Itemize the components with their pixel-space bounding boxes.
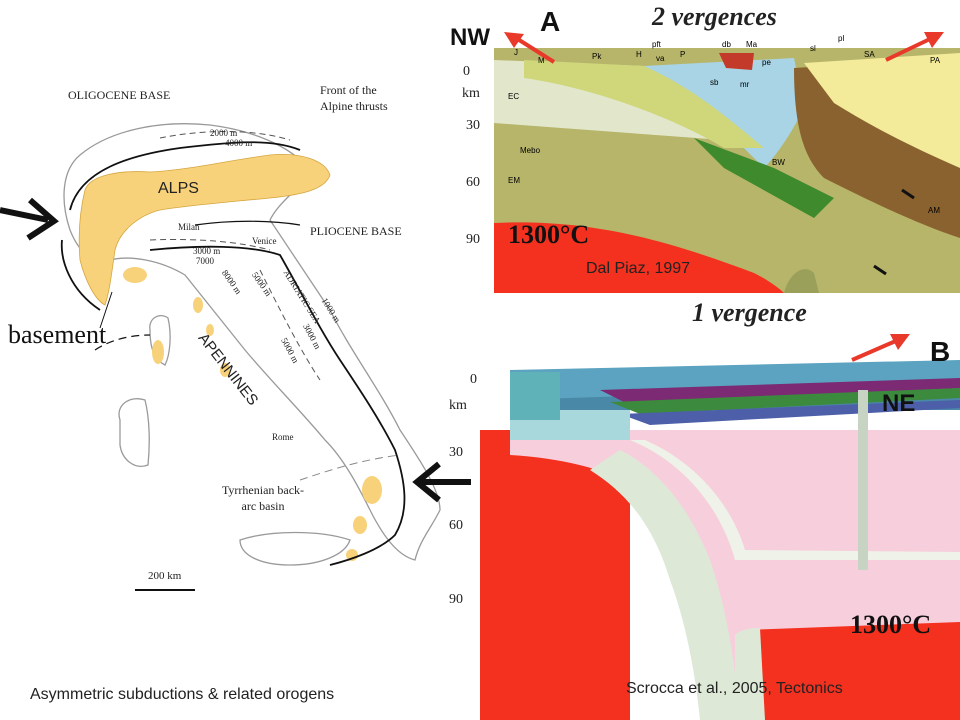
depth-label: 0: [470, 372, 477, 387]
alpine-thrust-front-west: [60, 239, 101, 311]
alpine-thrust-front: [69, 141, 301, 211]
unit-label: pft: [652, 40, 661, 49]
milan-label: Milan: [178, 222, 200, 232]
contour-label: 2000 m: [210, 128, 238, 138]
section-a-credit: Dal Piaz, 1997: [586, 260, 691, 277]
unit-label: Mebo: [520, 146, 541, 155]
plate-motion-arrow: [873, 264, 887, 276]
alpine-front-label: Front of the Alpine thrusts: [320, 83, 388, 113]
section-b-direction: NE: [882, 390, 916, 417]
left-arrow-icon: [405, 458, 475, 508]
unit-label: PA: [930, 56, 941, 65]
sardinia-outline: [118, 398, 150, 467]
basement-patch: [220, 363, 230, 377]
contour-label: 3000 m: [193, 246, 221, 256]
venice-label: Venice: [252, 236, 277, 246]
depth-contour: [259, 269, 321, 381]
unit-label: EM: [508, 176, 520, 185]
unit-label: va: [656, 54, 665, 63]
unit-label: Pk: [592, 52, 602, 61]
unit-label: pl: [838, 34, 845, 43]
section-a-letter: A: [540, 6, 561, 37]
apennines-thrust-front: [149, 245, 406, 566]
depth-label: 90: [449, 592, 463, 607]
scale-label: 200 km: [148, 570, 182, 582]
pliocene-base-label: PLIOCENE BASE: [310, 224, 402, 238]
contour-label: 7000: [196, 256, 214, 266]
unit-label: mr: [740, 80, 750, 89]
italy-map: [0, 60, 450, 620]
unit-label: db: [722, 40, 731, 49]
section-b-temperature: 1300°C: [850, 610, 932, 639]
ne-red-arrow-icon: [846, 328, 916, 368]
depth-contour: [159, 131, 291, 141]
tyrrhenian-line: [94, 334, 151, 351]
unit-label: P: [680, 50, 686, 59]
section-b-title: 1 vergence: [692, 298, 807, 327]
basement-pointer: [99, 291, 113, 329]
unit-label: Ma: [746, 40, 758, 49]
basement-patch: [152, 340, 164, 364]
nw-red-arrow-icon: [500, 28, 560, 68]
unit-label: sl: [810, 44, 816, 53]
section-a-direction: NW: [450, 24, 490, 51]
depth-contour: [149, 238, 271, 251]
alps-area: [78, 154, 331, 306]
depth-label: 0: [463, 64, 470, 79]
footer-caption: Asymmetric subductions & related orogens: [30, 686, 335, 703]
basement-label: basement: [8, 320, 107, 349]
plate-motion-arrow: [901, 188, 915, 200]
unit-label: AM: [928, 206, 940, 215]
section-b-diagram: [480, 330, 960, 720]
basement-patch: [193, 297, 203, 313]
unit-label: BW: [772, 158, 785, 167]
depth-label: 60: [449, 518, 463, 533]
section-a-diagram: [494, 48, 960, 293]
section-b-credit: Scrocca et al., 2005, Tectonics: [626, 680, 843, 697]
depth-label: 30: [466, 118, 480, 133]
unit-label: M: [538, 56, 545, 65]
depth-label: 90: [466, 232, 480, 247]
section-a-title: 2 vergences: [652, 2, 777, 31]
tyrrhenian-line: [299, 454, 401, 481]
unit-label: sb: [710, 78, 719, 87]
tyrrhenian-label: Tyrrhenian back-arc basin: [221, 483, 305, 513]
unit-label: H: [636, 50, 642, 59]
unit-label: SA: [864, 50, 875, 59]
right-arrow-icon: [0, 190, 70, 250]
se-red-arrow-icon: [880, 26, 950, 66]
oligocene-base-label: OLIGOCENE BASE: [68, 88, 171, 102]
section-b-letter: B: [930, 336, 951, 367]
unit-label: J: [514, 48, 518, 57]
depth-label: 60: [466, 175, 480, 190]
rome-label: Rome: [272, 432, 294, 442]
depth-label: km: [449, 398, 467, 413]
alps-label: ALPS: [158, 180, 199, 197]
section-a-temperature: 1300°C: [508, 220, 590, 249]
basement-patch: [362, 476, 382, 504]
sicily-outline: [239, 531, 351, 566]
contour-label: 4000 m: [225, 138, 253, 148]
unit-label: EC: [508, 92, 520, 101]
basement-patch: [353, 516, 367, 534]
depth-label: 30: [449, 445, 463, 460]
pliocene-base-line: [194, 220, 301, 226]
basement-patch: [123, 267, 147, 283]
unit-label: pe: [762, 58, 771, 67]
depth-label: km: [462, 86, 480, 101]
basement-patch: [206, 324, 214, 336]
